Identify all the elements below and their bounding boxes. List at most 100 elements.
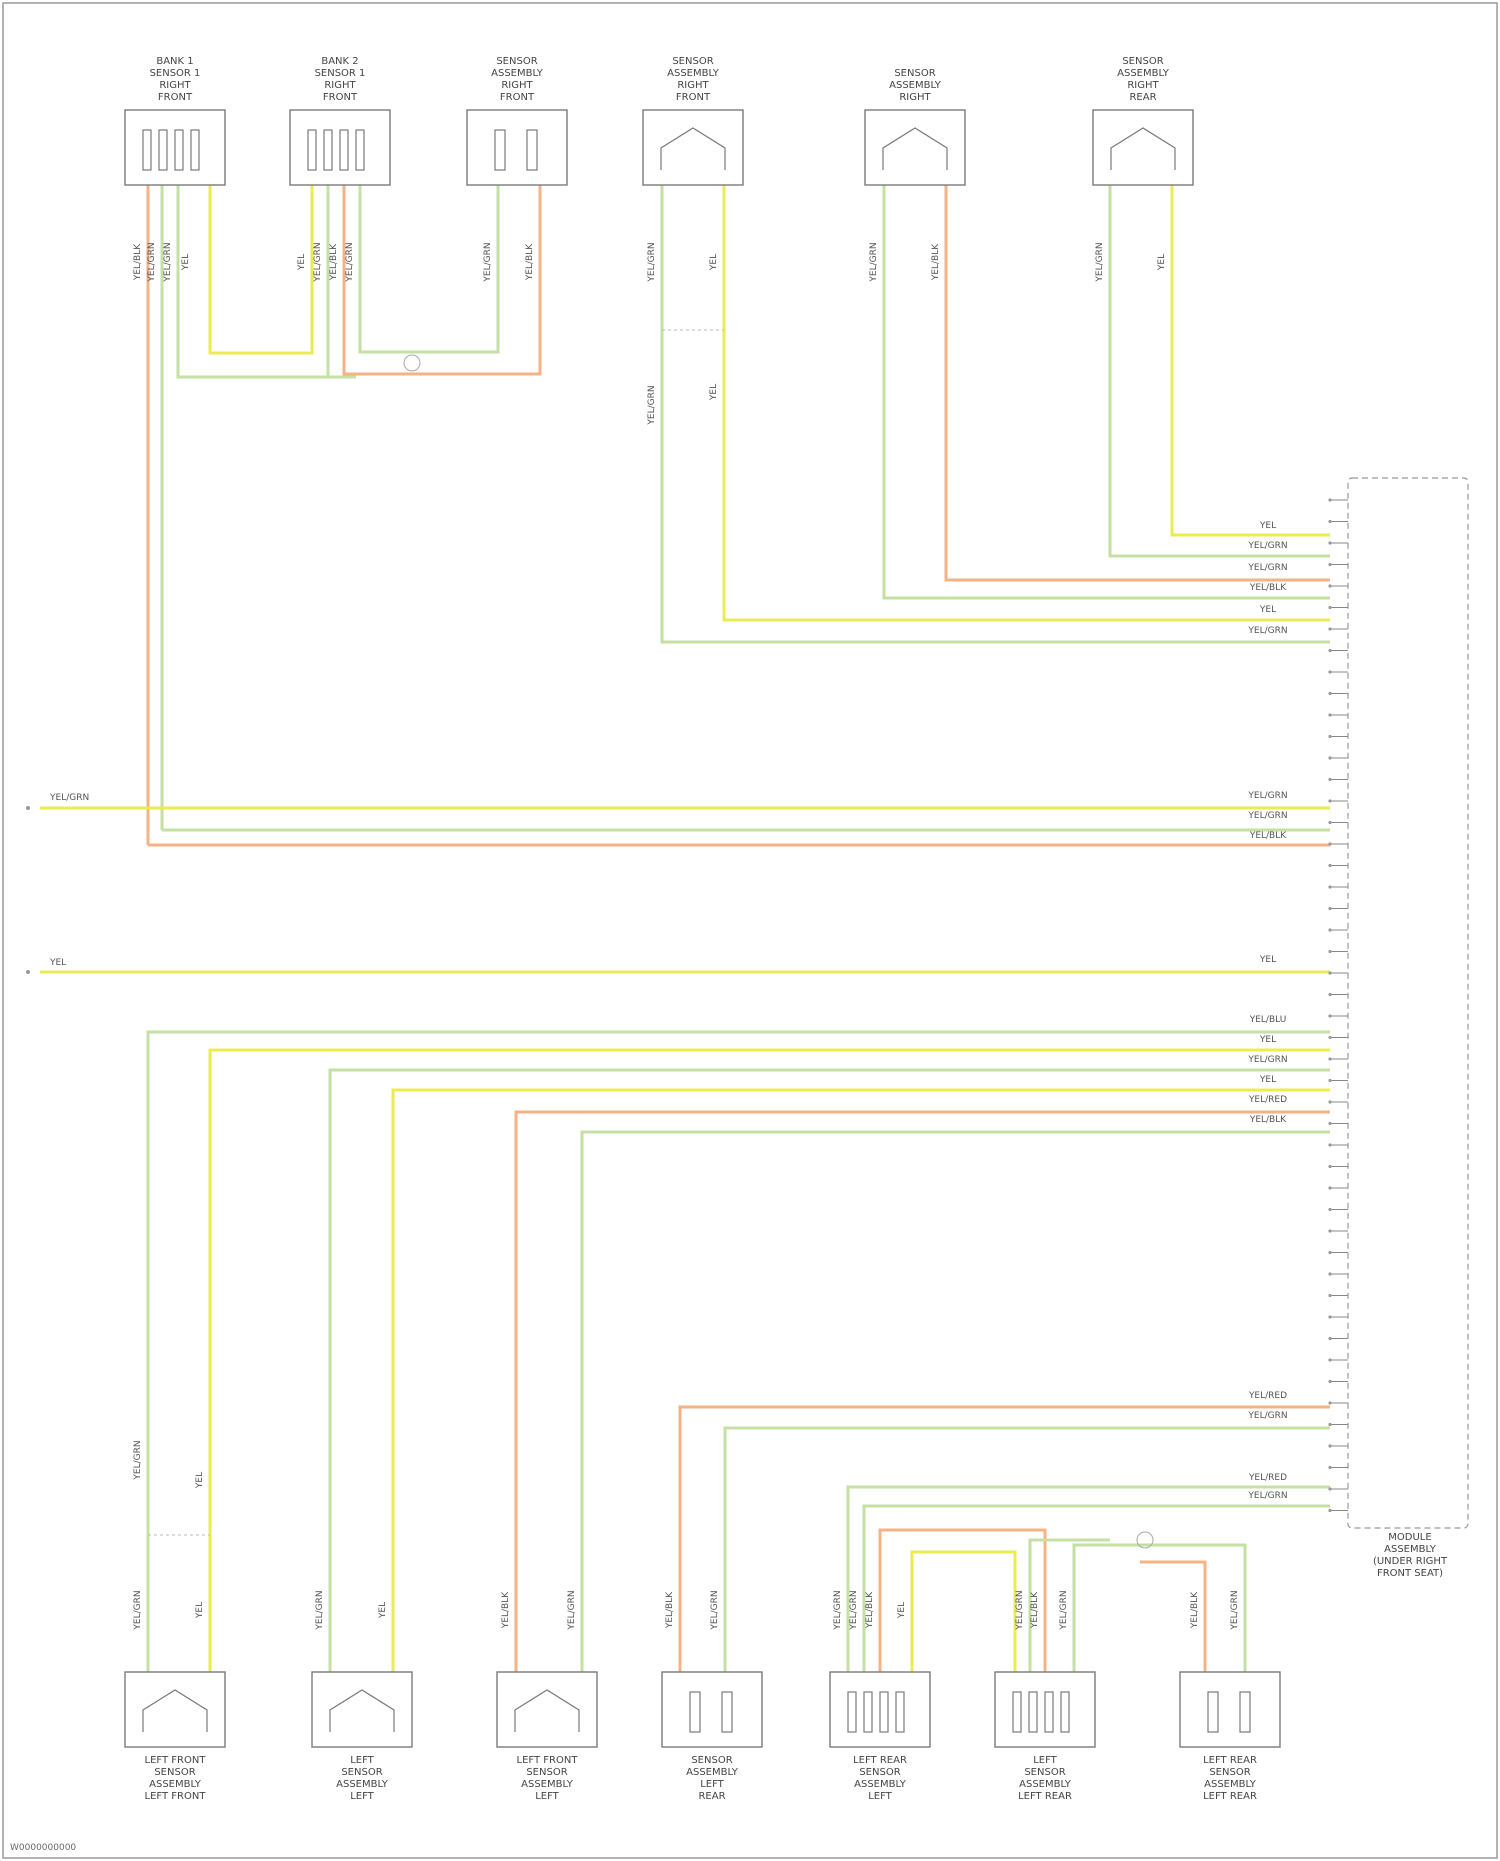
module-wire-label: YEL — [1259, 521, 1276, 531]
wire-label-c2: YEL/GRN — [313, 242, 323, 282]
top-connector-t5 — [865, 110, 965, 185]
module-pin-dot — [1328, 821, 1331, 824]
module-pin-dot — [1328, 584, 1331, 587]
left-entry-label: YEL — [49, 958, 66, 968]
module-pin-dot — [1328, 1401, 1331, 1404]
module-pin-dot — [1328, 1337, 1331, 1340]
bottom-connector-b1-label: SENSOR — [154, 1767, 195, 1778]
bottom-connector-b5-label: LEFT — [868, 1791, 892, 1802]
bottom-connector-b2-body — [312, 1672, 412, 1747]
bottom-connector-b7-label: SENSOR — [1209, 1767, 1250, 1778]
module-pin-dot — [1328, 971, 1331, 974]
top-connector-t5-label: RIGHT — [899, 92, 931, 103]
module-pin-dot — [1328, 1100, 1331, 1103]
top-connector-t3-label: FRONT — [500, 92, 535, 103]
top-connector-t5-body — [865, 110, 965, 185]
module-pin-dot — [1328, 1466, 1331, 1469]
wire-label-c4: YEL — [709, 254, 719, 271]
wire-label-c2: YEL/GRN — [345, 242, 355, 282]
bottom-connector-b2-label: ASSEMBLY — [336, 1779, 389, 1790]
module-wire-label: YEL/RED — [1248, 1473, 1287, 1483]
bottom-connector-b5-label: SENSOR — [859, 1767, 900, 1778]
bottom-connector-b6 — [995, 1672, 1095, 1747]
bottom-connector-b3-label: ASSEMBLY — [521, 1779, 574, 1790]
module-pin-dot — [1328, 864, 1331, 867]
bottom-connector-b4-label: REAR — [698, 1791, 725, 1802]
bottom-connector-b4 — [662, 1672, 762, 1747]
top-connector-t6-label: REAR — [1129, 92, 1156, 103]
bottom-connector-b2 — [312, 1672, 412, 1747]
bottom-connector-b6-label: SENSOR — [1024, 1767, 1065, 1778]
top-connector-t2-label: SENSOR 1 — [315, 68, 366, 79]
wire-label-bottom: YEL/GRN — [710, 1590, 720, 1630]
wire-label-c6: YEL/GRN — [1095, 242, 1105, 282]
bottom-connector-b5 — [830, 1672, 930, 1747]
wire-label-c1: YEL/GRN — [163, 242, 173, 282]
bottom-connector-b1-label: LEFT FRONT — [145, 1791, 207, 1802]
module-label: MODULE — [1388, 1532, 1431, 1543]
top-connector-t1-label: BANK 1 — [156, 56, 193, 67]
bottom-connector-b4-label: ASSEMBLY — [686, 1767, 739, 1778]
wire-label-bottom: YEL/BLK — [501, 1591, 511, 1629]
diagram-frame — [3, 3, 1497, 1858]
wire-label-c4-lower: YEL — [709, 384, 719, 401]
module-pin-dot — [1328, 799, 1331, 802]
bottom-connector-b7 — [1180, 1672, 1280, 1747]
module-pin-dot — [1328, 1315, 1331, 1318]
wire-label-bottom: YEL/GRN — [1230, 1590, 1240, 1630]
module-wire-label: YEL/GRN — [1247, 1411, 1287, 1421]
top-connector-t5-label: ASSEMBLY — [889, 80, 942, 91]
module-pin-dot — [1328, 1272, 1331, 1275]
wire-label-bottom: YEL/GRN — [1015, 1590, 1025, 1630]
wire-label-bottom: YEL/BLK — [865, 1591, 875, 1629]
module-wire-label: YEL — [1259, 605, 1276, 615]
module-wire-label: YEL/GRN — [1247, 563, 1287, 573]
top-connector-t3 — [467, 110, 567, 185]
top-connector-t1-label: FRONT — [158, 92, 193, 103]
module-label: FRONT SEAT) — [1377, 1568, 1443, 1579]
module-label: (UNDER RIGHT — [1373, 1556, 1448, 1567]
top-connector-t1-label: SENSOR 1 — [150, 68, 201, 79]
wire-label-c6: YEL — [1157, 254, 1167, 271]
bottom-connector-b3-label: LEFT — [535, 1791, 559, 1802]
module-pin-dot — [1328, 692, 1331, 695]
module-pin-dot — [1328, 498, 1331, 501]
module-wire-label: YEL/GRN — [1247, 811, 1287, 821]
module-wire-label: YEL/GRN — [1247, 791, 1287, 801]
module-pin-dot — [1328, 756, 1331, 759]
wire-label-c3: YEL/BLK — [525, 243, 535, 281]
wire-label-bottom: YEL/GRN — [133, 1590, 143, 1630]
top-connector-t1-label: RIGHT — [159, 80, 191, 91]
module-wire-label: YEL — [1259, 1075, 1276, 1085]
module-pin-dot — [1328, 1014, 1331, 1017]
module-pin-dot — [1328, 563, 1331, 566]
module-pin-dot — [1328, 885, 1331, 888]
top-connector-t3-label: ASSEMBLY — [491, 68, 544, 79]
wire-label-bottom: YEL/BLK — [665, 1591, 675, 1629]
left-entry-dot — [26, 970, 30, 974]
bottom-connector-b2-label: LEFT — [350, 1791, 374, 1802]
module-wire-label: YEL/BLK — [1249, 583, 1287, 593]
module-pin-dot — [1328, 520, 1331, 523]
module-pin-dot — [1328, 1380, 1331, 1383]
module-pin-dot — [1328, 735, 1331, 738]
module-pin-dot — [1328, 1487, 1331, 1490]
bottom-connector-b7-body — [1180, 1672, 1280, 1747]
wire-label-c2: YEL/BLK — [329, 243, 339, 281]
top-connector-t2-label: FRONT — [323, 92, 358, 103]
module-pin-dot — [1328, 670, 1331, 673]
wire-label-bottom: YEL/GRN — [567, 1590, 577, 1630]
top-connector-t3-label: SENSOR — [496, 56, 537, 67]
bottom-connector-b1-body — [125, 1672, 225, 1747]
module-wire-label: YEL/BLK — [1249, 1115, 1287, 1125]
wire-label-c5: YEL/GRN — [869, 242, 879, 282]
top-connector-t5-label: SENSOR — [894, 68, 935, 79]
top-connector-t4 — [643, 110, 743, 185]
module-pin-dot — [1328, 606, 1331, 609]
top-connector-t2-label: BANK 2 — [321, 56, 358, 67]
module-wire-label: YEL/BLU — [1249, 1015, 1287, 1025]
module-wire-label: YEL — [1259, 1035, 1276, 1045]
left-entry-label: YEL/GRN — [49, 793, 89, 803]
wire-label-bottom: YEL/BLK — [1190, 1591, 1200, 1629]
wire-label-bottom: YEL — [378, 1602, 388, 1619]
